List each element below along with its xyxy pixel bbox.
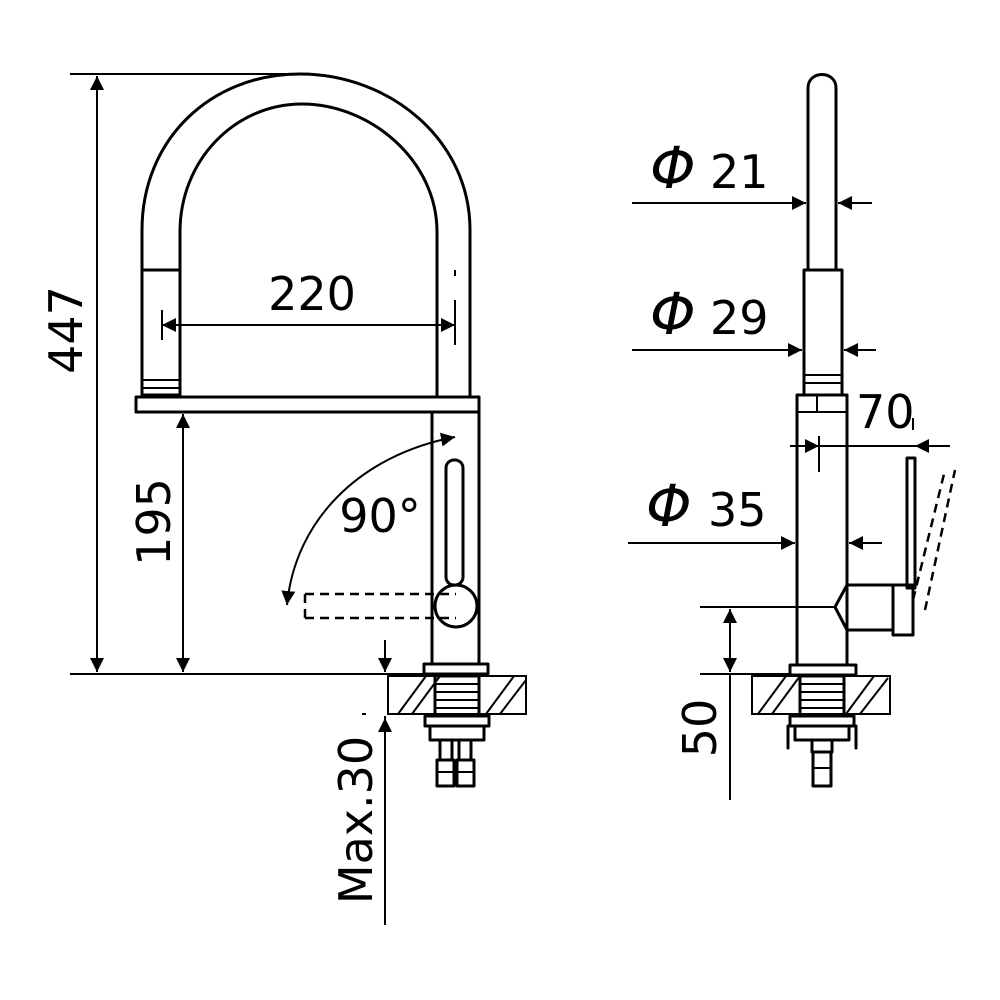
- hose-connector-right: [457, 738, 473, 762]
- side-counter-hatching: [757, 675, 889, 715]
- dim-max30-label: Max.30: [329, 736, 383, 904]
- spout-inner-arc: [178, 102, 439, 397]
- threaded-shank: [433, 674, 481, 718]
- side-hose-connector: [810, 738, 834, 754]
- side-lever-handle: [905, 456, 917, 590]
- hose-connector-left: [438, 738, 454, 762]
- dim-phi35-label: 35: [708, 483, 767, 537]
- dim-phi29-label: 29: [710, 291, 769, 345]
- dim-90-label: 90°: [339, 489, 421, 543]
- mounting-washer: [428, 724, 486, 742]
- side-base-plate: [788, 663, 858, 677]
- dim-phi21-label: 21: [710, 145, 769, 199]
- dim-50-label: 50: [673, 699, 727, 758]
- spout-outer-arc: [140, 72, 472, 397]
- dim-195-label: 195: [127, 478, 181, 566]
- side-spout-tube: [806, 73, 838, 272]
- front-dimensions: 447 220 195 90° Max.30: [39, 73, 456, 925]
- side-faucet-body: [795, 393, 849, 667]
- spray-head: [140, 268, 182, 397]
- dim-220-label: 220: [268, 267, 356, 321]
- lever-rotation-arc: [281, 432, 456, 606]
- side-mounting-bracket: [786, 724, 858, 750]
- dim-447-label: 447: [39, 286, 93, 374]
- dim-phi21-symbol: Φ: [650, 134, 696, 202]
- spout-bracket: [134, 395, 481, 414]
- dim-phi35-symbol: Φ: [646, 472, 692, 540]
- side-lever-tilted-dashed: [911, 469, 957, 611]
- side-mounting-nut: [788, 714, 856, 728]
- thread-lines: [435, 683, 479, 709]
- side-view: [751, 73, 957, 788]
- front-view: [134, 72, 527, 788]
- base-plate: [422, 662, 490, 676]
- side-dimensions: Φ 21 Φ 29 70 Φ 35 50: [628, 134, 950, 800]
- side-lever-housing: [833, 583, 895, 632]
- lever-knob: [433, 583, 479, 629]
- side-lever-cap: [891, 583, 915, 637]
- dim-70-label: 70: [856, 385, 915, 439]
- side-threaded-shank: [798, 674, 846, 718]
- counter-hatching: [397, 675, 527, 715]
- side-spray-head: [802, 268, 844, 397]
- lever-slot: [444, 458, 465, 587]
- dim-phi29-symbol: Φ: [650, 280, 696, 348]
